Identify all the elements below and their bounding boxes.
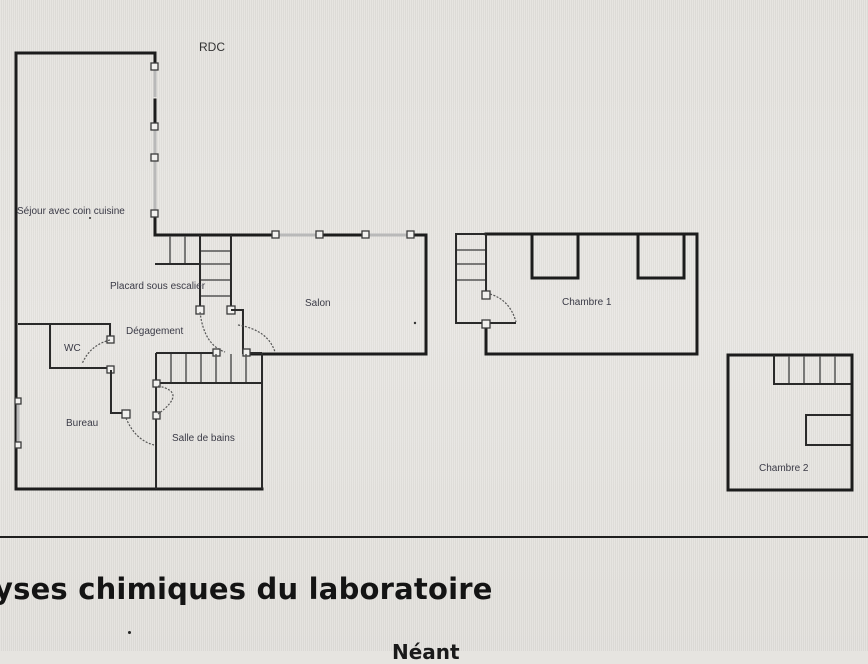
room-label-salon: Salon (305, 298, 331, 309)
room-label-placard: Placard sous escalier (110, 281, 206, 292)
room-label-degagement: Dégagement (126, 326, 183, 337)
section-divider (0, 536, 868, 538)
room-label-chambre-1: Chambre 1 (562, 297, 612, 308)
room-chambre-2: Chambre 2 (726, 353, 854, 492)
room-salle-de-bains: Salle de bains (152, 348, 263, 489)
section-heading: yses chimiques du laboratoire (0, 572, 493, 606)
partial-text: Néant (392, 640, 460, 664)
stairs-upper: Placard sous escalier (110, 233, 274, 353)
floor-label: RDC (199, 40, 225, 54)
room-bureau: Bureau (66, 370, 155, 446)
room-label-wc: WC (64, 343, 81, 354)
room-chambre-1: Chambre 1 (455, 232, 699, 356)
room-sejour: Séjour avec coin cuisine (14, 51, 264, 491)
room-label-salle-de-bains: Salle de bains (172, 433, 235, 444)
room-label-chambre-2: Chambre 2 (759, 463, 809, 474)
room-wc: WC (18, 323, 115, 374)
stray-mark (128, 631, 131, 634)
room-label-sejour: Séjour avec coin cuisine (17, 206, 125, 217)
room-label-bureau: Bureau (66, 418, 98, 429)
room-salon: Salon (231, 230, 428, 356)
floor-plan: RDC Séjour avec coin cuisine (14, 40, 854, 492)
